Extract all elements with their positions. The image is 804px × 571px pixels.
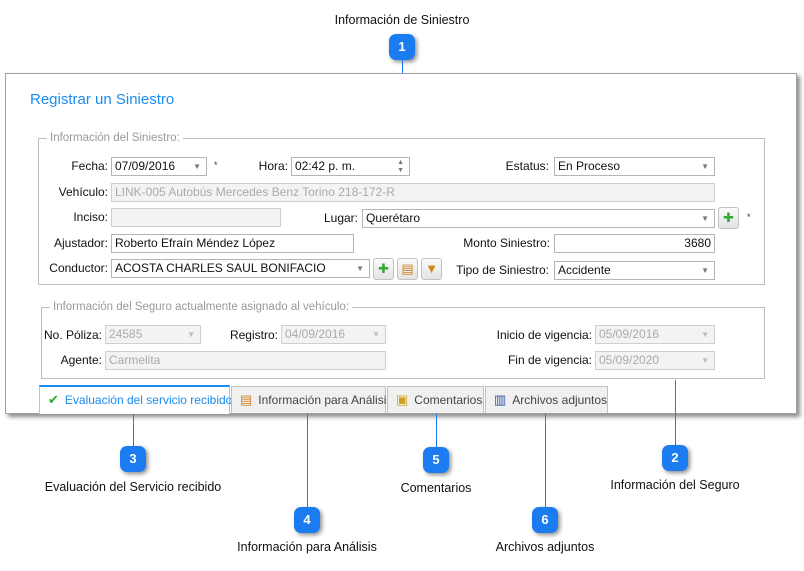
callout-label-1: Información de Siniestro [334, 13, 470, 27]
registro-value: 04/09/2016 [285, 327, 346, 341]
hora-label: Hora: [258, 159, 288, 173]
add-database-icon: ✚ [723, 210, 734, 225]
estatus-label: Estatus: [505, 159, 549, 173]
required-mark: * [214, 160, 218, 170]
registro-label: Registro: [229, 328, 278, 342]
callout-line-2 [675, 380, 676, 446]
tab-label: Comentarios [414, 393, 483, 407]
tab-label: Archivos adjuntos [512, 393, 608, 407]
chevron-down-icon: ▼ [187, 330, 195, 339]
registro-select: 04/09/2016 ▼ [281, 325, 386, 344]
tab-evaluacion[interactable]: ✔ Evaluación del servicio recibido [39, 385, 233, 414]
notes-icon: ▣ [396, 392, 409, 407]
agente-field: Carmelita [105, 351, 386, 370]
vehiculo-label: Vehículo: [58, 185, 108, 199]
tipo-select[interactable]: Accidente ▼ [554, 261, 715, 280]
tipo-value: Accidente [558, 263, 611, 277]
hora-value: 02:42 p. m. [295, 159, 356, 173]
callout-badge-4: 4 [294, 507, 320, 533]
tab-label: Evaluación del servicio recibido [64, 393, 233, 407]
lugar-label: Lugar: [323, 211, 358, 225]
callout-label-6: Archivos adjuntos [495, 540, 595, 554]
chevron-down-icon: ▼ [372, 330, 380, 339]
poliza-select: 24585 ▼ [105, 325, 201, 344]
lugar-value: Querétaro [366, 211, 421, 225]
ajustador-label: Ajustador: [53, 236, 108, 250]
inicio-label: Inicio de vigencia: [496, 328, 592, 342]
checkmark-icon: ✔ [48, 392, 59, 407]
vehiculo-field: LINK-005 Autobús Mercedes Benz Torino 21… [111, 183, 715, 202]
callout-line-6 [545, 414, 546, 508]
callout-badge-3: 3 [120, 446, 146, 472]
driver-filter-button[interactable]: ▼ [421, 258, 442, 280]
fecha-date-picker[interactable]: 07/09/2016 ▼ [111, 157, 207, 176]
callout-label-4: Información para Análisis [237, 540, 377, 554]
chevron-down-icon: ▼ [701, 356, 709, 365]
fin-value: 05/09/2020 [599, 353, 660, 367]
tab-comentarios[interactable]: ▣ Comentarios [387, 386, 484, 413]
poliza-label: No. Póliza: [43, 328, 102, 342]
tab-label: Información para Análisis [258, 393, 393, 407]
insurance-info-legend: Información del Seguro actualmente asign… [50, 300, 352, 314]
database-icon: ▤ [240, 392, 253, 407]
attachment-icon: ▥ [494, 392, 507, 407]
estatus-select[interactable]: En Proceso ▼ [554, 157, 715, 176]
callout-badge-6: 6 [532, 507, 558, 533]
tab-analisis[interactable]: ▤ Información para Análisis [231, 386, 392, 413]
callout-line-4 [307, 414, 308, 508]
conductor-select[interactable]: ACOSTA CHARLES SAUL BONIFACIO ▼ [111, 259, 370, 278]
chevron-down-icon[interactable]: ▼ [701, 162, 709, 171]
callout-badge-5: 5 [423, 447, 449, 473]
page-title: Registrar un Siniestro [30, 91, 175, 108]
fin-select: 05/09/2020 ▼ [595, 351, 715, 370]
add-place-button[interactable]: ✚ [718, 207, 739, 229]
insurance-info-group [41, 307, 765, 379]
database-icon: ▤ [401, 261, 414, 276]
chevron-down-icon[interactable]: ▼ [356, 264, 364, 273]
lugar-select[interactable]: Querétaro ▼ [362, 209, 715, 228]
conductor-label: Conductor: [49, 261, 108, 275]
fecha-label: Fecha: [71, 159, 108, 173]
inciso-field [111, 208, 281, 227]
callout-badge-2: 2 [662, 445, 688, 471]
inciso-label: Inciso: [73, 210, 108, 224]
callout-label-2: Información del Seguro [610, 478, 740, 492]
tab-archivos[interactable]: ▥ Archivos adjuntos [485, 386, 608, 413]
monto-label: Monto Siniestro: [463, 236, 550, 250]
hora-time-spinner[interactable]: 02:42 p. m. ▲▼ [291, 157, 410, 176]
inicio-select: 05/09/2016 ▼ [595, 325, 715, 344]
ajustador-input[interactable]: Roberto Efraín Méndez López [111, 234, 354, 253]
callout-line-3 [133, 414, 134, 447]
chevron-down-icon[interactable]: ▼ [701, 266, 709, 275]
callout-badge-1: 1 [389, 34, 415, 60]
fecha-value: 07/09/2016 [115, 159, 176, 173]
callout-label-3: Evaluación del Servicio recibido [44, 480, 222, 494]
poliza-value: 24585 [109, 327, 143, 341]
claim-info-group [38, 138, 765, 285]
chevron-down-icon[interactable]: ▼ [701, 214, 709, 223]
add-driver-button[interactable]: ✚ [373, 258, 394, 280]
tipo-label: Tipo de Siniestro: [456, 263, 549, 277]
callout-line-5 [436, 414, 437, 448]
agente-label: Agente: [60, 353, 102, 367]
estatus-value: En Proceso [558, 159, 621, 173]
conductor-value: ACOSTA CHARLES SAUL BONIFACIO [115, 261, 326, 275]
required-mark: * [747, 212, 751, 222]
filter-icon: ▼ [425, 261, 438, 276]
spinner-arrows-icon[interactable]: ▲▼ [397, 159, 404, 174]
chevron-down-icon: ▼ [701, 330, 709, 339]
fin-label: Fin de vigencia: [507, 353, 592, 367]
driver-database-button[interactable]: ▤ [397, 258, 418, 280]
chevron-down-icon[interactable]: ▼ [193, 162, 201, 171]
add-database-icon: ✚ [378, 261, 389, 276]
callout-label-5: Comentarios [400, 481, 472, 495]
inicio-value: 05/09/2016 [599, 327, 660, 341]
monto-input[interactable]: 3680 [554, 234, 715, 253]
claim-info-legend: Información del Siniestro: [47, 131, 183, 145]
